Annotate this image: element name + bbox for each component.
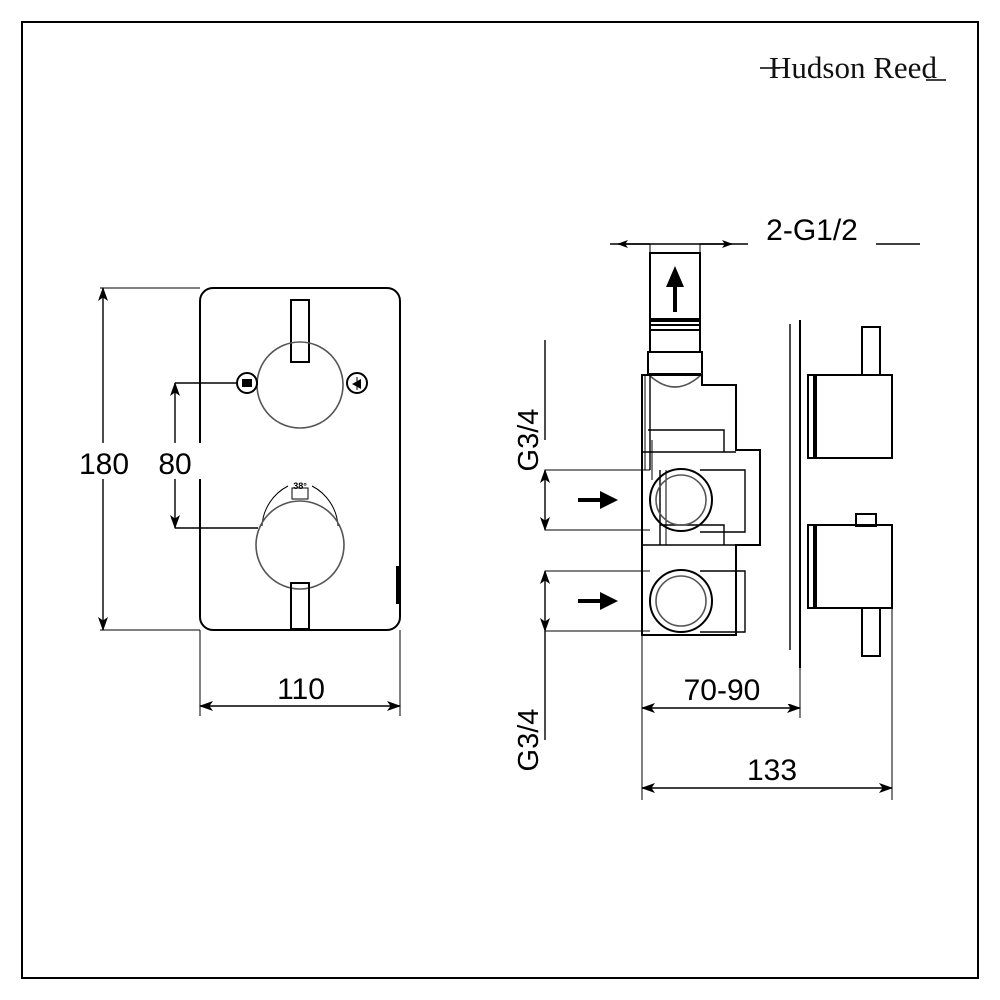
- dimension-text-2-g1-2: 2-G1/2: [766, 214, 858, 247]
- diverter-knob: [175, 299, 368, 429]
- side-thermostatic-index: [855, 513, 877, 527]
- shower-outlet-icon: [236, 372, 258, 394]
- front-elevation-view: 180 80 110: [70, 287, 401, 716]
- top-outlet-port: [647, 252, 703, 388]
- annotation-outlet-thread: 2-G1/2: [610, 212, 920, 258]
- valve-body: [641, 374, 761, 636]
- annotation-upper-inlet-thread: G3/4: [513, 340, 650, 531]
- upper-inlet-port: [649, 468, 746, 533]
- dimension-text-110: 110: [277, 673, 325, 706]
- diverter-knob-body: [256, 341, 344, 429]
- outlet-base-flange: [647, 351, 703, 375]
- side-section-view: 2-G1/2 G3/4: [513, 212, 920, 800]
- brand-name-text: Hudson Reed: [769, 50, 937, 85]
- dimension-height-overall: 180: [70, 287, 200, 631]
- side-diverter-handle: [789, 324, 893, 650]
- upper-inlet-flow-arrow-icon: [578, 491, 618, 509]
- lower-inlet-flow-arrow-icon: [578, 592, 618, 610]
- dimension-text-133: 133: [747, 754, 797, 787]
- outlet-flow-arrow-icon: [666, 266, 684, 312]
- dimension-text-g34-lower: G3/4: [513, 709, 545, 772]
- temperature-arc-left: [261, 485, 289, 527]
- handset-outlet-icon: [346, 372, 368, 394]
- thermostatic-knob: [175, 485, 345, 630]
- side-thermostatic-knob-body: [807, 524, 893, 609]
- lower-inlet-port: [649, 569, 746, 633]
- dimension-text-70-90: 70-90: [684, 674, 761, 707]
- upper-inlet-inner-ring: [655, 474, 707, 526]
- upper-inlet-outer-ring: [649, 468, 713, 532]
- dimension-text-g34-upper: G3/4: [513, 409, 545, 472]
- temperature-index-block: [291, 487, 309, 500]
- outlet-body-fillet: [647, 373, 703, 388]
- dimension-depth-overall: 133: [641, 608, 893, 800]
- thermostatic-lever: [290, 582, 310, 630]
- side-diverter-knob-body: [807, 374, 893, 459]
- side-thermostatic-handle: [807, 513, 893, 657]
- dimension-width-overall: 110: [199, 630, 401, 716]
- dimension-wall-depth: 70-90: [641, 635, 801, 718]
- dimension-text-80: 80: [158, 448, 191, 481]
- faceplate-outline: [199, 287, 401, 631]
- lower-inlet-outer-ring: [649, 569, 713, 633]
- diverter-lever: [290, 299, 310, 363]
- temperature-arc-right: [311, 485, 339, 527]
- sheet-border: [21, 21, 979, 979]
- annotation-lower-inlet-thread: G3/4: [513, 570, 650, 772]
- outlet-port-barrel: [649, 252, 701, 331]
- lower-inlet-inner-ring: [655, 575, 707, 627]
- lower-inlet-spigot: [700, 570, 746, 633]
- brand-logo: Hudson Reed: [758, 46, 948, 94]
- temperature-marking-label: 38°: [293, 481, 307, 491]
- side-diverter-lever: [861, 326, 881, 376]
- valve-body-outline: [641, 374, 761, 636]
- upper-inlet-spigot: [700, 469, 746, 533]
- dimension-text-180: 180: [79, 448, 129, 481]
- brand-logo-mark: Hudson Reed: [760, 50, 946, 85]
- side-thermostatic-lever: [861, 607, 881, 657]
- body-internal-channel-upper: [648, 429, 725, 452]
- dimension-height-centres: 80: [145, 382, 201, 529]
- thermostatic-knob-body: [255, 500, 345, 590]
